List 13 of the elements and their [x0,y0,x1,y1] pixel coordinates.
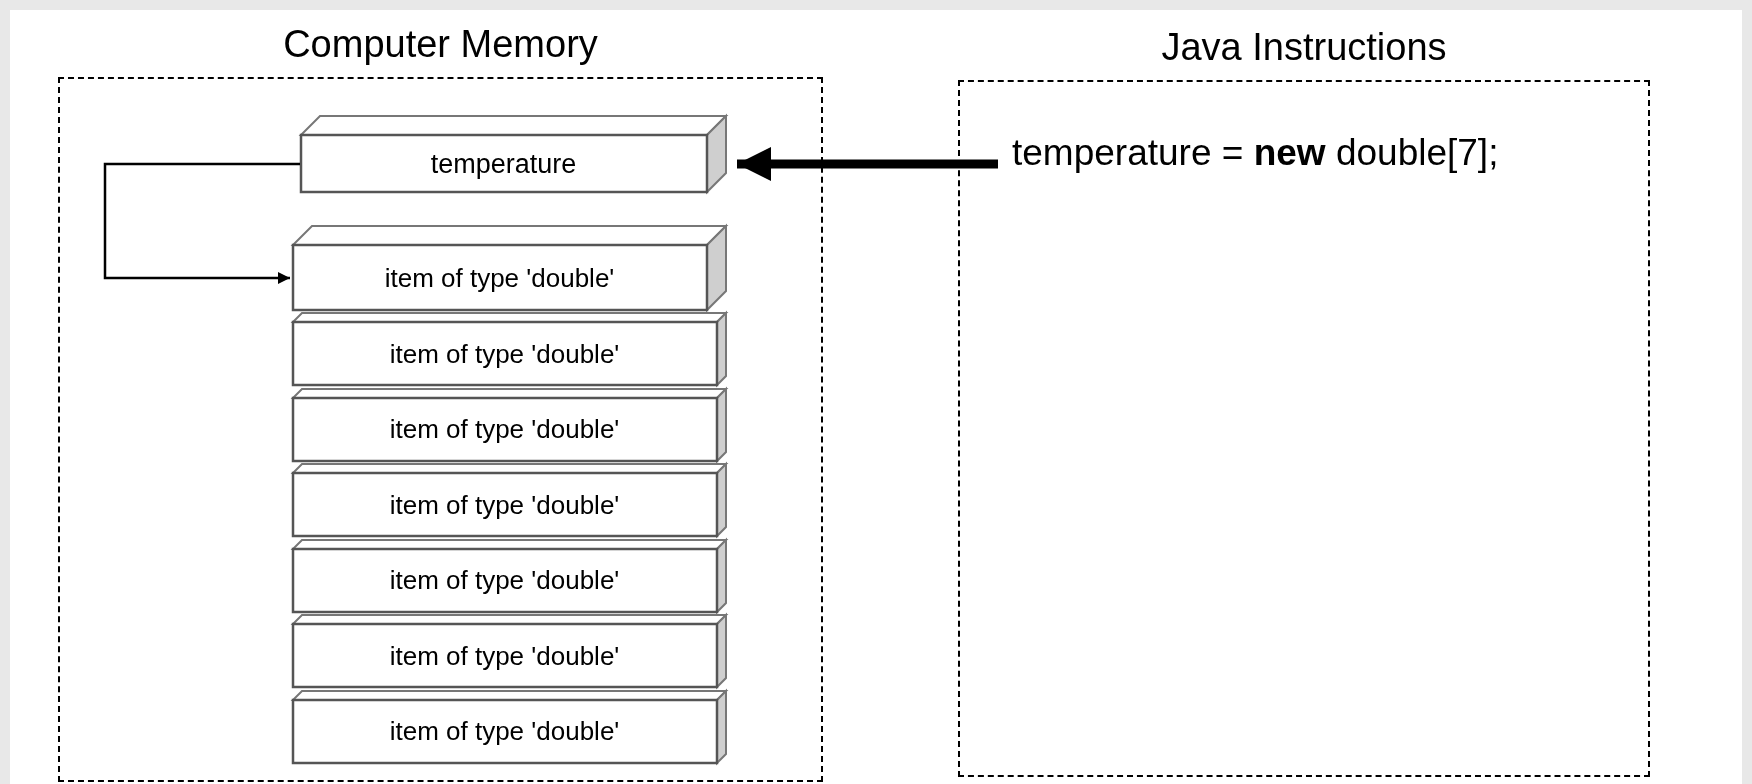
block-label: temperature [430,148,577,180]
region-title: Computer Memory [282,23,599,66]
arrow [737,147,998,181]
code-statement: temperature = new double[7]; [1012,132,1499,174]
block-label: item of type 'double' [389,640,620,672]
block-label: item of type 'double' [389,489,620,521]
block-label: item of type 'double' [389,716,620,747]
block-label: item of type 'double' [389,414,620,445]
region-title: Java Instructions [1160,26,1448,69]
block-label: item of type 'double' [389,565,620,596]
block-label: item of type 'double' [389,338,620,370]
block-label: item of type 'double' [384,262,615,294]
arrow [103,162,300,284]
